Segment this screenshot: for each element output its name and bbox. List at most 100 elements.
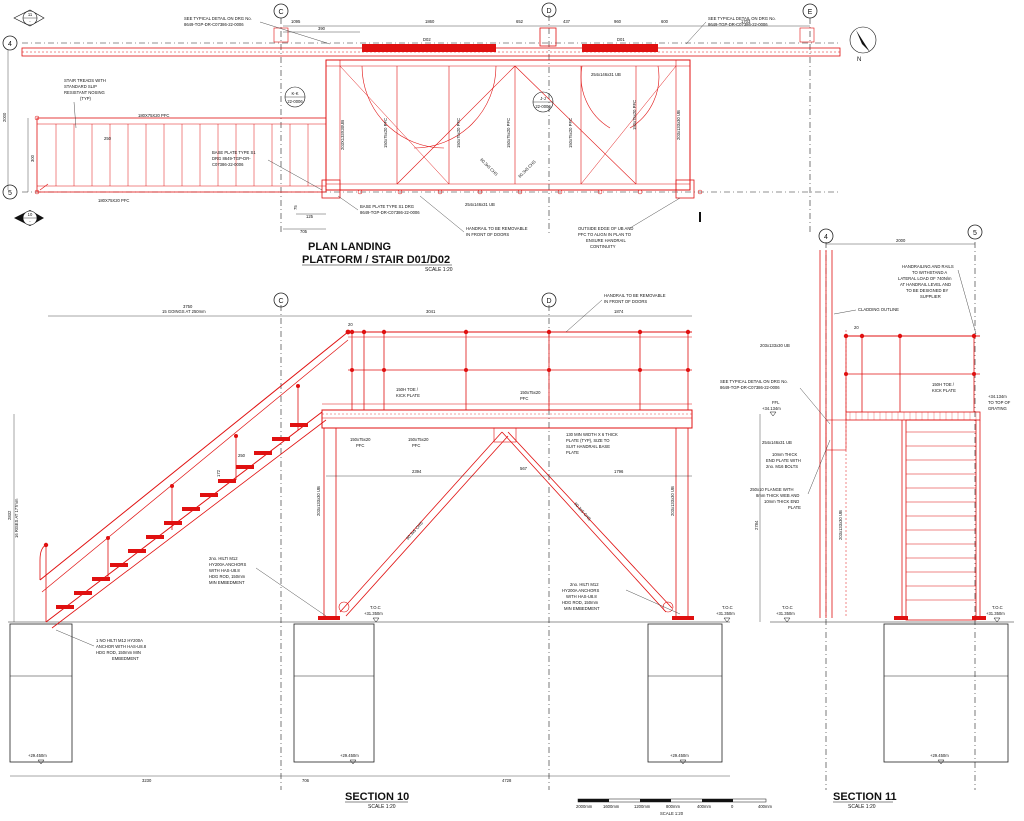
- svg-text:LATERAL LOAD OF 740N/m: LATERAL LOAD OF 740N/m: [898, 276, 952, 281]
- svg-text:705: 705: [300, 229, 308, 234]
- svg-text:MIN EMBEDMENT: MIN EMBEDMENT: [209, 580, 245, 585]
- svg-text:SEE TYPICAL DETAIL ON DRG No.: SEE TYPICAL DETAIL ON DRG No.: [708, 16, 776, 21]
- svg-text:5: 5: [8, 190, 12, 197]
- svg-text:652: 652: [516, 19, 524, 24]
- svg-text:254x146x31 UB: 254x146x31 UB: [591, 72, 621, 77]
- svg-text:2394: 2394: [412, 469, 422, 474]
- svg-text:SEE TYPICAL DETAIL ON DRG No.: SEE TYPICAL DETAIL ON DRG No.: [184, 16, 252, 21]
- svg-text:PLAN LANDING: PLAN LANDING: [308, 241, 391, 253]
- svg-text:2no. HILTI M12: 2no. HILTI M12: [570, 582, 599, 587]
- svg-text:GRATING: GRATING: [988, 406, 1007, 411]
- svg-text:PLATFORM / STAIR D01/D02: PLATFORM / STAIR D01/D02: [302, 254, 450, 266]
- svg-text:+34.134m: +34.134m: [988, 394, 1007, 399]
- svg-text:PFC: PFC: [412, 443, 420, 448]
- svg-text:PFC: PFC: [356, 443, 364, 448]
- svg-text:22-0006: 22-0006: [535, 104, 551, 109]
- svg-text:HY200A ANCHORS: HY200A ANCHORS: [209, 562, 246, 567]
- svg-text:+31.350m: +31.350m: [716, 611, 735, 616]
- svg-text:ENSURE HANDRAIL: ENSURE HANDRAIL: [586, 238, 626, 243]
- stair-treads: [56, 423, 308, 609]
- svg-text:600: 600: [661, 19, 669, 24]
- svg-text:150x75x20 PFC: 150x75x20 PFC: [632, 100, 637, 130]
- svg-text:10mm THICK END: 10mm THICK END: [764, 499, 799, 504]
- svg-text:HDG ROD, 150mm: HDG ROD, 150mm: [562, 600, 599, 605]
- svg-text:PFC: PFC: [520, 396, 528, 401]
- grid-bubble-c-plan: C: [273, 3, 289, 19]
- svg-text:PLATE: PLATE: [566, 450, 579, 455]
- svg-text:22-0006: 22-0006: [287, 99, 303, 104]
- svg-text:E: E: [808, 9, 813, 16]
- svg-text:2no. M16 BOLTS: 2no. M16 BOLTS: [766, 464, 798, 469]
- svg-text:HDG ROD, 150mm MIN: HDG ROD, 150mm MIN: [96, 650, 141, 655]
- svg-text:125: 125: [306, 214, 314, 219]
- svg-text:T.O.C: T.O.C: [782, 605, 793, 610]
- section-10-title-block: SECTION 10 SCALE 1:20: [345, 791, 409, 810]
- svg-text:10: 10: [28, 212, 33, 217]
- svg-text:-: -: [29, 219, 31, 224]
- svg-text:T.O.C: T.O.C: [992, 605, 1003, 610]
- svg-text:4: 4: [8, 41, 12, 48]
- svg-text:8649-TGP-DR-C07386-22-0006: 8649-TGP-DR-C07386-22-0006: [708, 22, 768, 27]
- foundation-left: [9, 623, 73, 763]
- svg-text:EMBEDMENT: EMBEDMENT: [112, 656, 139, 661]
- svg-text:HANDRAIL TO BE REMOVABLE: HANDRAIL TO BE REMOVABLE: [604, 293, 666, 298]
- grid-bubble-4-s11: 4: [818, 228, 834, 244]
- svg-text:150x75x20: 150x75x20: [408, 437, 429, 442]
- svg-text:CONTINUITY: CONTINUITY: [590, 244, 616, 249]
- svg-text:1 NO HILTI M12 HY200A: 1 NO HILTI M12 HY200A: [96, 638, 143, 643]
- svg-text:T.O.C: T.O.C: [722, 605, 733, 610]
- foundation-right: [647, 623, 723, 763]
- svg-text:TO TOP OF: TO TOP OF: [988, 400, 1011, 405]
- svg-text:250: 250: [104, 136, 112, 141]
- svg-text:TO BE DESIGNED BY: TO BE DESIGNED BY: [906, 288, 948, 293]
- svg-text:75: 75: [293, 205, 298, 210]
- svg-text:IN FRONT OF DOORS: IN FRONT OF DOORS: [466, 232, 509, 237]
- svg-text:PLATE (TYP), SIZE TO: PLATE (TYP), SIZE TO: [566, 438, 610, 443]
- plan-dim: 1095: [291, 19, 301, 24]
- svg-text:D02: D02: [423, 37, 431, 42]
- svg-text:437: 437: [563, 19, 571, 24]
- svg-text:DRG 8649-TGP-DR-: DRG 8649-TGP-DR-: [212, 156, 251, 161]
- plan-title-block: PLAN LANDING PLATFORM / STAIR D01/D02 SC…: [302, 241, 453, 273]
- svg-text:2000mm: 2000mm: [576, 804, 593, 809]
- svg-text:2000: 2000: [896, 238, 906, 243]
- svg-text:1874: 1874: [614, 309, 624, 314]
- svg-text:FFL: FFL: [772, 400, 780, 405]
- svg-text:706: 706: [302, 778, 310, 783]
- section-11-title-block: SECTION 11 SCALE 1:20: [833, 791, 897, 810]
- svg-text:IN FRONT OF DOORS: IN FRONT OF DOORS: [604, 299, 647, 304]
- svg-text:SEE TYPICAL DETAIL ON DRG No.: SEE TYPICAL DETAIL ON DRG No.: [720, 379, 788, 384]
- door-d02-bar: [362, 44, 496, 52]
- svg-text:203x133x30 UB: 203x133x30 UB: [838, 510, 843, 540]
- svg-text:20: 20: [348, 322, 353, 327]
- svg-text:3750: 3750: [183, 304, 193, 309]
- svg-text:8649-TGP-DR-C07386-22-0006: 8649-TGP-DR-C07386-22-0006: [184, 22, 244, 27]
- detail-marker-j: J-J 22-0006: [532, 91, 554, 113]
- plan-stair-outline: [36, 117, 327, 193]
- svg-text:+31.350m: +31.350m: [776, 611, 795, 616]
- grid-bubble-4-plan: 4: [2, 35, 18, 51]
- svg-text:-: -: [29, 19, 31, 24]
- svg-text:60.3x5 CHS: 60.3x5 CHS: [517, 159, 537, 179]
- grid-bubble-5-s11: 5: [967, 224, 983, 240]
- svg-text:+29.450m: +29.450m: [340, 753, 359, 758]
- svg-text:BASE PLATE TYPE S1: BASE PLATE TYPE S1: [212, 150, 256, 155]
- svg-text:60.3x5 CHS: 60.3x5 CHS: [479, 157, 499, 177]
- svg-text:WITH HAS-U8.8: WITH HAS-U8.8: [209, 568, 240, 573]
- svg-text:2no. HILTI M12: 2no. HILTI M12: [209, 556, 238, 561]
- svg-text:130 MIN WIDTH X 6 THICK: 130 MIN WIDTH X 6 THICK: [566, 432, 618, 437]
- svg-text:MIN EMBEDMENT: MIN EMBEDMENT: [564, 606, 600, 611]
- svg-text:SCALE 1:20: SCALE 1:20: [848, 804, 876, 810]
- svg-text:SCALE 1:20: SCALE 1:20: [368, 804, 396, 810]
- svg-text:1703: 1703: [741, 19, 751, 24]
- svg-text:960: 960: [614, 19, 622, 24]
- svg-text:60.3x5 CHS: 60.3x5 CHS: [573, 501, 592, 521]
- grid-bubble-c-s10: C: [273, 292, 289, 308]
- svg-text:SCALE 1:20: SCALE 1:20: [425, 267, 453, 273]
- svg-text:300: 300: [30, 154, 35, 162]
- grid-bubble-5-plan: 5: [2, 184, 18, 200]
- svg-text:WITH HAS-U8.8: WITH HAS-U8.8: [566, 594, 597, 599]
- grid-bubble-d-plan: D: [541, 2, 557, 18]
- svg-text:150x75x20 PFC: 150x75x20 PFC: [456, 118, 461, 148]
- svg-text:16 RISES AT 177mm: 16 RISES AT 177mm: [14, 498, 19, 538]
